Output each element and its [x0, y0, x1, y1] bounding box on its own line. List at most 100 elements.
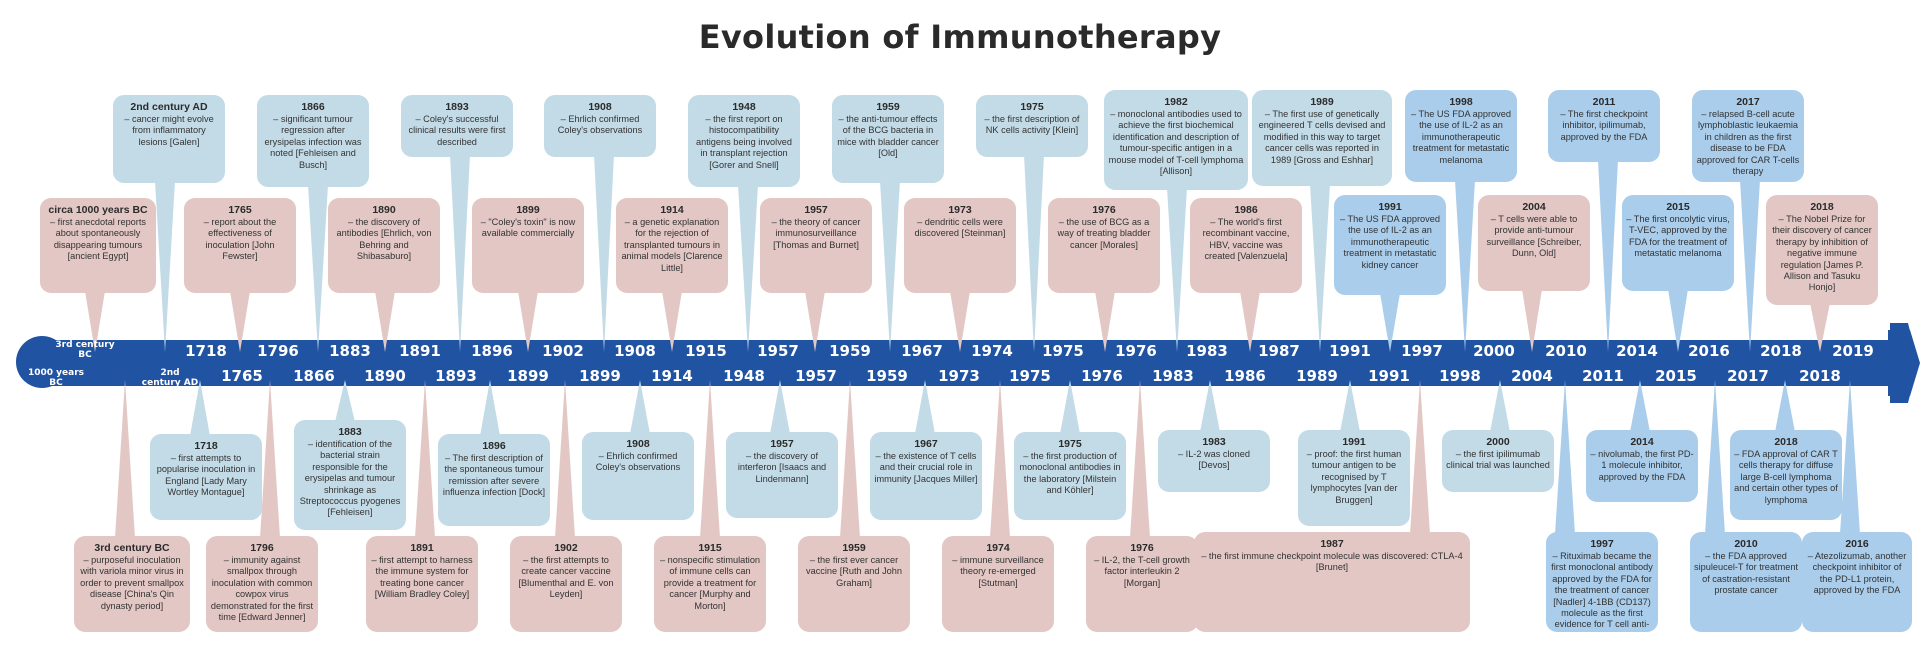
event-text: – IL-2, the T-cell growth factor interle…: [1094, 555, 1190, 588]
lower-event-17: 1959– the first ever cancer vaccine [Rut…: [798, 536, 910, 632]
lower-event-8: 1991– proof: the first human tumour anti…: [1298, 430, 1410, 526]
upper-event-23: 2015– The first oncolytic virus, T-VEC, …: [1622, 195, 1734, 291]
event-text: – the use of BCG as a way of treating bl…: [1057, 217, 1151, 250]
axis-tick-label-top: 1915: [685, 342, 727, 360]
event-year: 2nd century AD: [130, 101, 208, 113]
event-year: 2010: [1734, 538, 1758, 550]
lower-event-14: 1891– first attempt to harness the immun…: [366, 536, 478, 632]
axis-tick-label-bottom: 2015: [1655, 367, 1697, 385]
event-year: 2018: [1810, 201, 1834, 213]
upper-event-3: 1908– Ehrlich confirmed Coley's observat…: [544, 95, 656, 157]
event-text: – the FDA approved sipuleucel-T for trea…: [1694, 551, 1799, 596]
axis-tick-label-top: 1997: [1401, 342, 1443, 360]
event-text: – Ehrlich confirmed Coley's observations: [557, 114, 643, 136]
axis-tick-label-top: 1718: [185, 342, 227, 360]
axis-tick-label-top: 1959: [829, 342, 871, 360]
axis-tick-label-bottom: 1983: [1152, 367, 1194, 385]
upper-event-15: 1899– "Coley's toxin" is now available c…: [472, 198, 584, 293]
event-year: 1974: [986, 542, 1010, 554]
event-text: – The US FDA approved the use of IL-2 as…: [1411, 109, 1511, 165]
event-text: – the discovery of interferon [Isaacs an…: [737, 451, 827, 484]
upper-event-18: 1973– dendritic cells were discovered [S…: [904, 198, 1016, 293]
axis-tick-label-bottom: 1948: [723, 367, 765, 385]
axis-tick-label-bottom: 1976: [1081, 367, 1123, 385]
axis-tick-label-top: 3rd century BC: [55, 340, 115, 360]
event-year: 1866: [301, 101, 325, 113]
event-year: 1967: [914, 438, 938, 450]
event-year: 1982: [1164, 96, 1188, 108]
event-text: – proof: the first human tumour antigen …: [1306, 449, 1402, 505]
event-text: – the existence of T cells and their cru…: [874, 451, 978, 484]
event-text: – IL-2 was cloned [Devos]: [1177, 449, 1250, 471]
lower-event-19: 1976– IL-2, the T-cell growth factor int…: [1086, 536, 1198, 632]
event-text: – dendritic cells were discovered [Stein…: [914, 217, 1006, 239]
axis-tick-label-top: 1883: [329, 342, 371, 360]
lower-event-20: 1987– the first immune checkpoint molecu…: [1194, 532, 1470, 632]
axis-tick-label-top: 1896: [471, 342, 513, 360]
event-year: 1989: [1310, 96, 1334, 108]
lower-event-23: 2016– Atezolizumab, another checkpoint i…: [1802, 532, 1912, 632]
event-year: 1987: [1320, 538, 1344, 550]
event-year: 1914: [660, 204, 684, 216]
lower-event-22: 2010– the FDA approved sipuleucel-T for …: [1690, 532, 1802, 632]
event-year: 1986: [1234, 204, 1258, 216]
axis-tick-label-top: 1967: [901, 342, 943, 360]
event-text: – significant tumour regression after er…: [264, 114, 362, 170]
event-text: – nonspecific stimulation of immune cell…: [659, 555, 761, 611]
upper-event-17: 1957– the theory of cancer immunosurveil…: [760, 198, 872, 293]
upper-event-13: 1765– report about the effectiveness of …: [184, 198, 296, 293]
event-year: 2011: [1592, 96, 1616, 108]
event-text: – cancer might evolve from inflammatory …: [124, 114, 214, 147]
event-text: – the first attempts to create cancer va…: [518, 555, 614, 600]
event-year: 1899: [516, 204, 540, 216]
event-year: 2015: [1666, 201, 1690, 213]
event-text: – identification of the bacterial strain…: [299, 439, 401, 518]
axis-tick-label-top: 1991: [1329, 342, 1371, 360]
event-text: – report about the effectiveness of inoc…: [203, 217, 277, 262]
event-year: 1883: [338, 426, 362, 438]
lower-event-2: 1896– The first description of the spont…: [438, 434, 550, 526]
axis-tick-label-bottom: 1998: [1439, 367, 1481, 385]
upper-event-5: 1959– the anti-tumour effects of the BCG…: [832, 95, 944, 183]
event-text: – FDA approval of CAR T cells therapy fo…: [1734, 449, 1838, 505]
axis-tick-label-top: 2000: [1473, 342, 1515, 360]
event-year: 2000: [1486, 436, 1510, 448]
event-text: – The Nobel Prize for their discovery of…: [1772, 214, 1872, 293]
axis-tick-label-bottom: 1890: [364, 367, 406, 385]
event-text: – Ehrlich confirmed Coley's observations: [595, 451, 681, 473]
lower-event-10: 2014– nivolumab, the first PD-1 molecule…: [1586, 430, 1698, 502]
event-text: – the first production of monoclonal ant…: [1019, 451, 1121, 496]
event-text: – relapsed B-cell acute lymphoblastic le…: [1696, 109, 1800, 177]
upper-event-1: 1866– significant tumour regression afte…: [257, 95, 369, 187]
event-year: 1908: [626, 438, 650, 450]
event-text: – Atezolizumab, another checkpoint inhib…: [1807, 551, 1907, 596]
event-text: – The first use of genetically engineere…: [1258, 109, 1386, 165]
lower-event-7: 1983– IL-2 was cloned [Devos]: [1158, 430, 1270, 492]
event-year: 2004: [1522, 201, 1546, 213]
event-text: – the anti-tumour effects of the BCG bac…: [837, 114, 939, 159]
lower-event-3: 1908– Ehrlich confirmed Coley's observat…: [582, 432, 694, 520]
event-year: 1948: [732, 101, 756, 113]
event-text: – first attempt to harness the immune sy…: [371, 555, 473, 600]
axis-tick-label-bottom: 2011: [1582, 367, 1624, 385]
axis-tick-label-top: 1908: [614, 342, 656, 360]
axis-tick-label-top: 1891: [399, 342, 441, 360]
event-year: 2018: [1774, 436, 1798, 448]
axis-tick-label-bottom: 2004: [1511, 367, 1553, 385]
event-text: – the first description of NK cells acti…: [984, 114, 1080, 136]
event-year: 1908: [588, 101, 612, 113]
event-year: 1957: [770, 438, 794, 450]
lower-event-0: 1718– first attempts to popularise inocu…: [150, 434, 262, 520]
axis-tick-label-top: 1796: [257, 342, 299, 360]
axis-tick-label-bottom: 1899: [579, 367, 621, 385]
upper-event-22: 2004– T cells were able to provide anti-…: [1478, 195, 1590, 291]
event-year: 1959: [842, 542, 866, 554]
event-year: 2016: [1845, 538, 1869, 550]
event-text: – Rituximab became the first monoclonal …: [1551, 551, 1653, 632]
event-year: 1902: [554, 542, 578, 554]
event-year: 1896: [482, 440, 506, 452]
lower-event-6: 1975– the first production of monoclonal…: [1014, 432, 1126, 520]
event-text: – The first description of the spontaneo…: [442, 453, 546, 498]
upper-event-14: 1890– the discovery of antibodies [Ehrli…: [328, 198, 440, 293]
